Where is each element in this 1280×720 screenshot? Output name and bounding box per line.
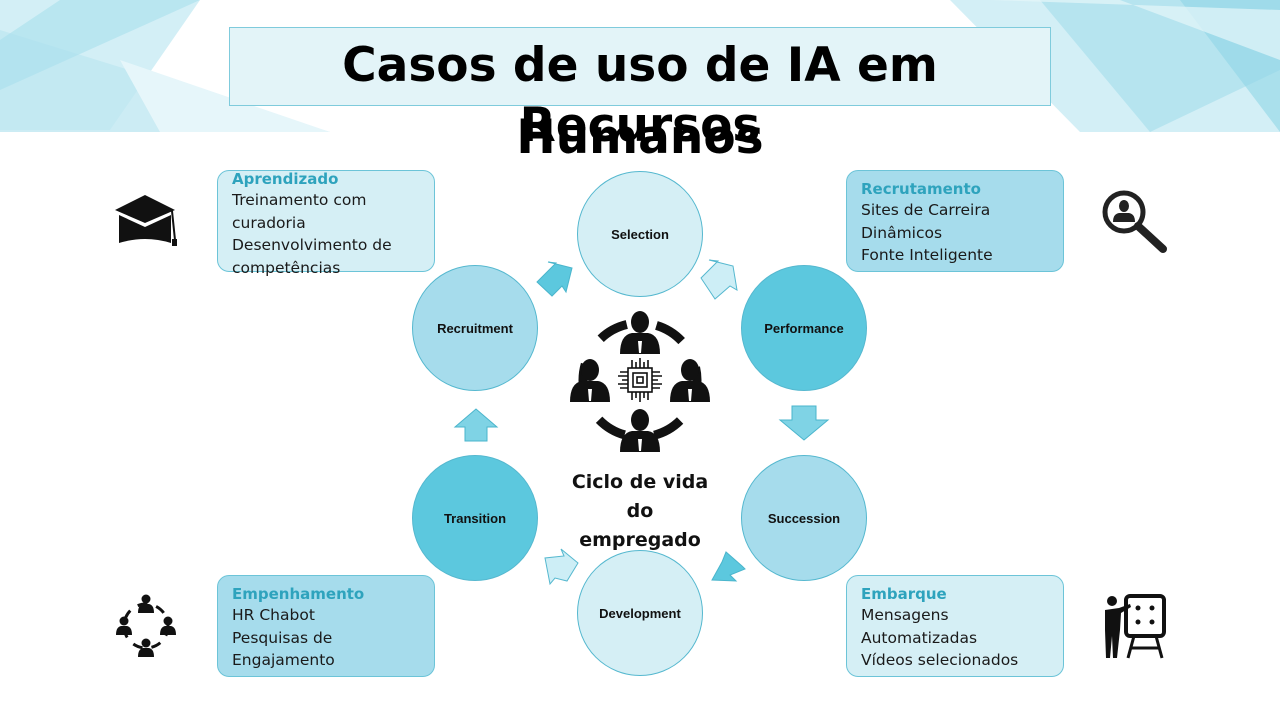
background-decoration bbox=[0, 0, 1280, 132]
center-label-line: Ciclo de vida bbox=[571, 471, 709, 493]
cycle-node-transition: Transition bbox=[412, 455, 538, 581]
arrow-recruitment-to-selection bbox=[536, 261, 573, 297]
card-line: Engajamento bbox=[232, 651, 335, 669]
card-aprendizado: Aprendizado Treinamento com curadoria De… bbox=[217, 170, 435, 277]
card-heading: Empenhamento bbox=[232, 585, 365, 603]
arrow-succession-to-development bbox=[711, 551, 746, 582]
card-line: Desenvolvimento de bbox=[232, 236, 392, 254]
card-line: Sites de Carreira bbox=[861, 201, 991, 219]
cycle-node-performance: Performance bbox=[741, 265, 867, 391]
center-label-line: empregado bbox=[579, 529, 701, 551]
cycle-node-selection: Selection bbox=[577, 171, 703, 297]
card-line: Fonte Inteligente bbox=[861, 246, 993, 264]
card-line: competências bbox=[232, 258, 341, 277]
arrow-selection-to-performance bbox=[700, 259, 738, 300]
page-title: Casos de uso de IA em Recursos bbox=[342, 38, 938, 153]
title-box bbox=[229, 27, 1051, 106]
page-title-continued: Humanos bbox=[516, 110, 764, 165]
card-embarque: Embarque Mensagens Automatizadas Vídeos … bbox=[846, 575, 1064, 677]
cycle-node-development: Development bbox=[577, 550, 703, 676]
arrow-development-to-transition bbox=[544, 548, 579, 586]
card-line: Treinamento com bbox=[232, 191, 367, 209]
center-label-line: do bbox=[626, 500, 654, 522]
card-heading: Recrutamento bbox=[861, 180, 981, 198]
card-heading: Aprendizado bbox=[232, 170, 339, 188]
card-line: HR Chabot bbox=[232, 606, 315, 624]
card-line: Vídeos selecionados bbox=[861, 651, 1019, 669]
cycle-node-succession: Succession bbox=[741, 455, 867, 581]
graduation-cap-icon bbox=[115, 195, 177, 246]
card-recrutamento: Recrutamento Sites de Carreira Dinâmicos… bbox=[846, 170, 1064, 272]
presenter-board-icon bbox=[1105, 594, 1166, 659]
card-line: Mensagens bbox=[861, 606, 949, 624]
card-line: Dinâmicos bbox=[861, 223, 943, 242]
cycle-node-recruitment: Recruitment bbox=[412, 265, 538, 391]
arrow-transition-to-recruitment bbox=[453, 408, 499, 442]
card-line: curadoria bbox=[232, 213, 306, 232]
arrow-performance-to-succession bbox=[778, 405, 830, 441]
people-network-icon bbox=[116, 594, 176, 657]
card-line: Automatizadas bbox=[861, 628, 978, 647]
center-label: Ciclo de vida do empregado bbox=[560, 468, 720, 555]
card-line: Pesquisas de bbox=[232, 628, 333, 647]
magnifier-person-icon bbox=[1102, 190, 1167, 253]
card-empenhamento: Empenhamento HR Chabot Pesquisas de Enga… bbox=[217, 575, 435, 677]
card-heading: Embarque bbox=[861, 585, 947, 603]
ai-chip-people-icon bbox=[570, 311, 710, 452]
